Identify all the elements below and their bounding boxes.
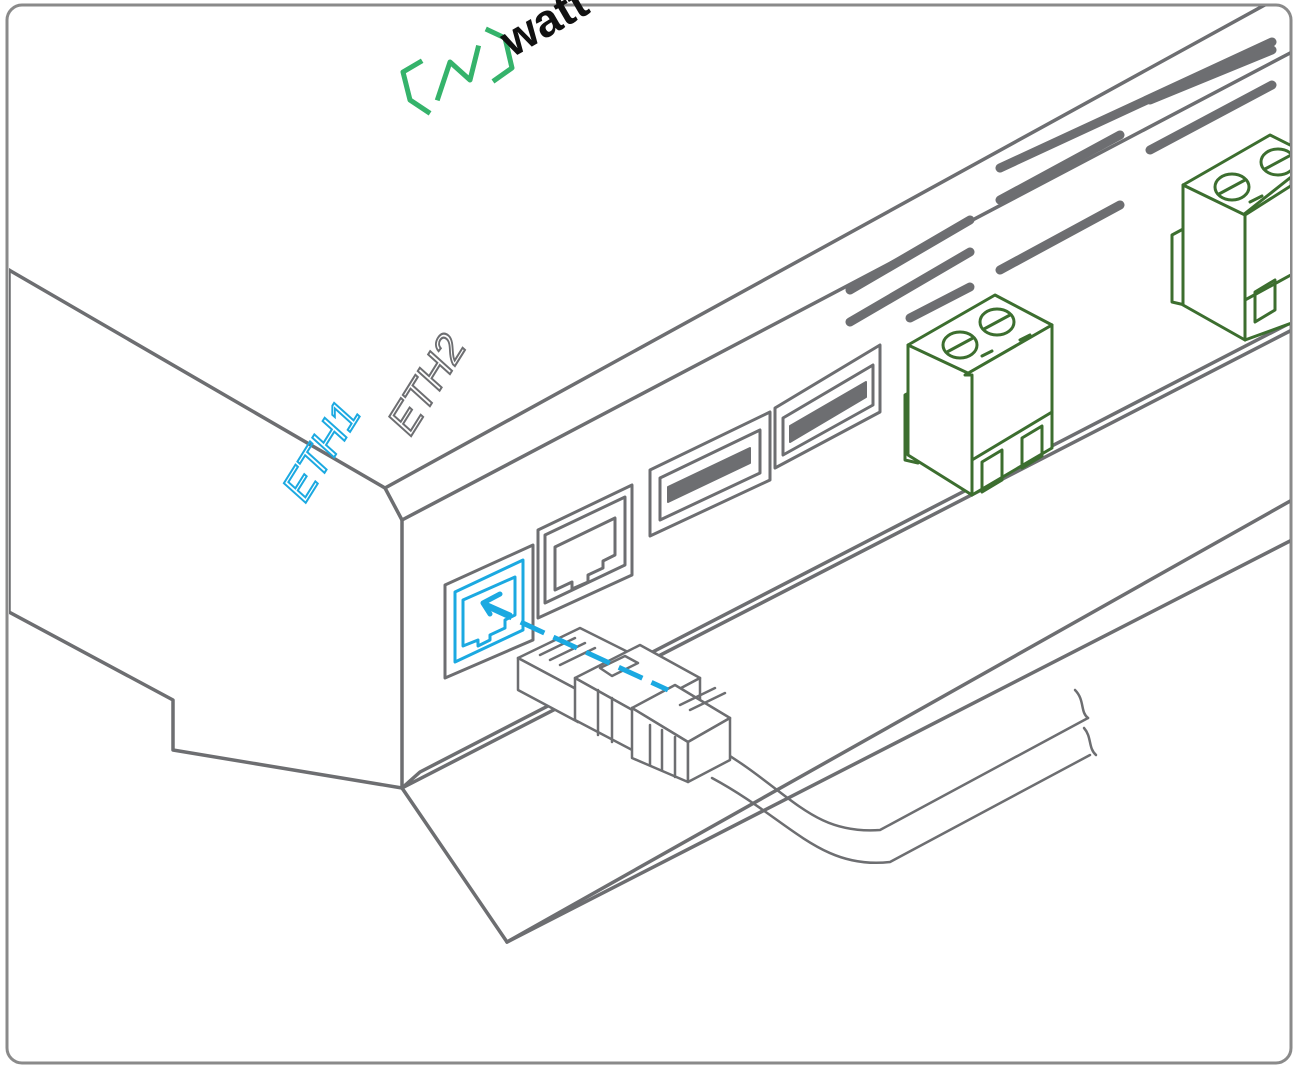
device-diagram: watt ETH1 ETH2 <box>0 0 1299 1067</box>
illustration: watt ETH1 ETH2 <box>0 0 1299 1067</box>
